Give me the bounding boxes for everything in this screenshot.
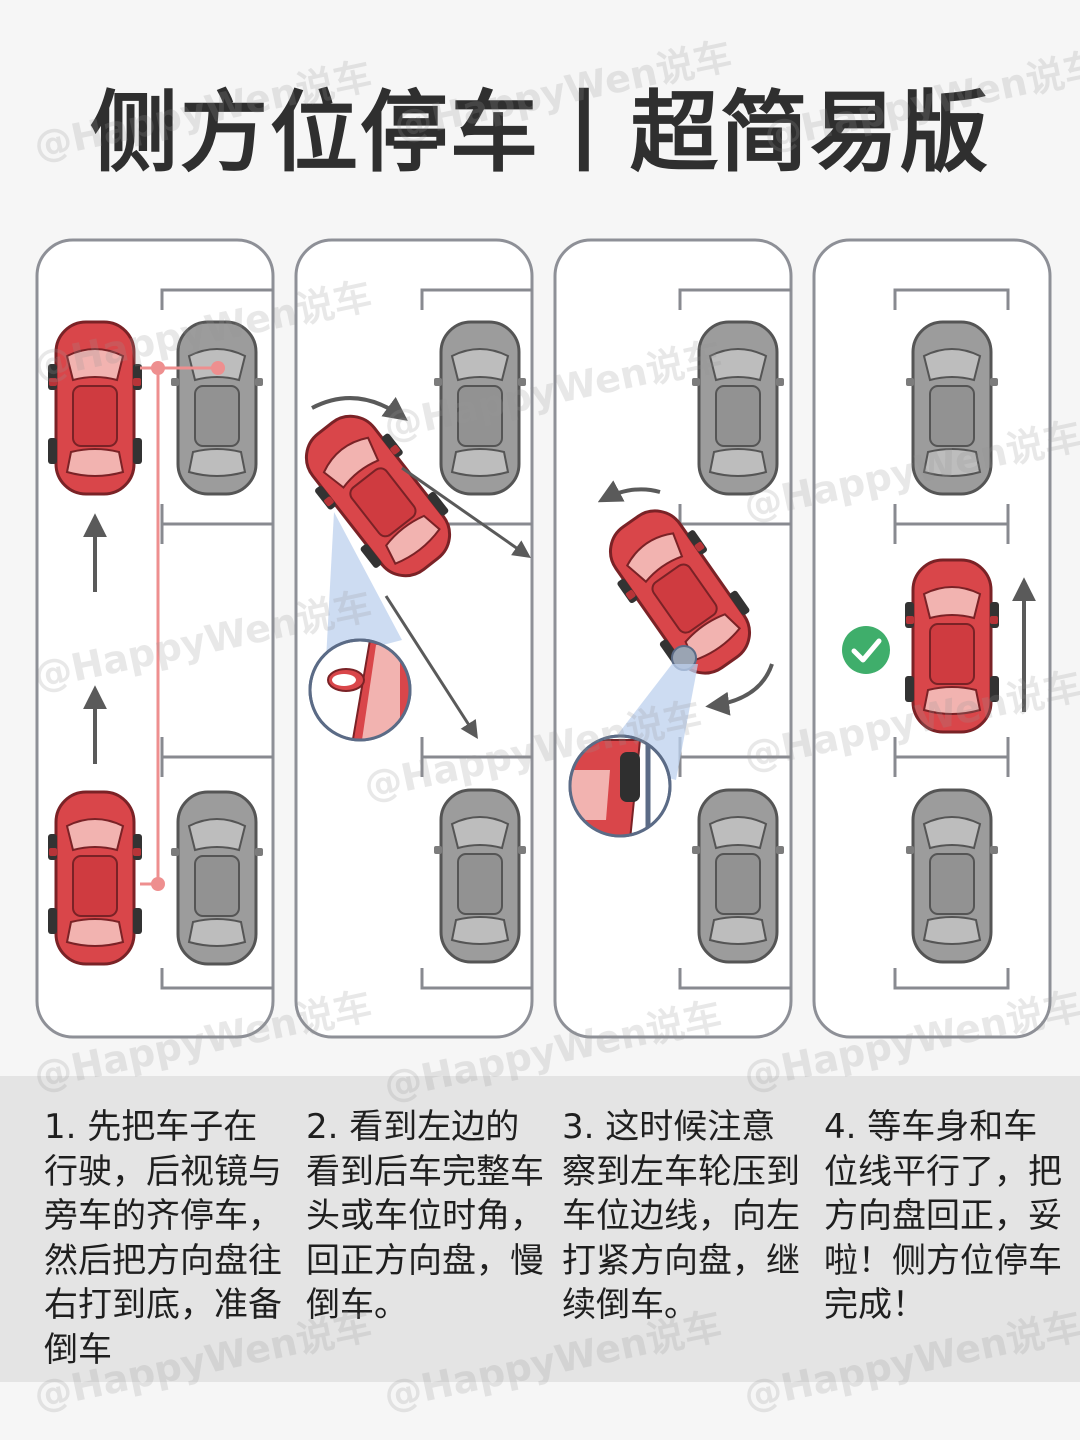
parking-diagram — [35, 238, 1052, 1039]
wheel-zoom-icon — [568, 734, 672, 838]
parking-lines-1 — [160, 288, 273, 990]
gray-car-front — [904, 320, 1000, 496]
gray-car-front — [169, 320, 265, 496]
curved-arrow-icon — [311, 396, 408, 421]
gray-car-front — [432, 320, 528, 496]
step-3-text: 3. 这时候注意察到左车轮压到车位边线，向左打紧方向盘，继续倒车。 — [562, 1107, 800, 1325]
red-car-parked — [903, 558, 1001, 734]
caption-band — [0, 1076, 1080, 1382]
red-car-start — [46, 320, 144, 496]
gray-car-front — [690, 320, 786, 496]
parking-lines-4 — [893, 288, 1010, 990]
red-car-aligned — [46, 790, 144, 966]
view-cone — [326, 512, 402, 660]
curved-arrow-icon — [597, 480, 661, 503]
page-title: 侧方位停车丨超简易版 — [89, 81, 990, 184]
gray-car-rear — [690, 788, 786, 964]
reverse-path-arrow — [384, 595, 478, 740]
step-4-text: 4. 等车身和车位线平行了，把方向盘回正，妥啦！侧方位停车完成！ — [824, 1107, 1062, 1325]
gray-car-rear — [169, 790, 265, 966]
curved-arrow-icon — [705, 663, 774, 716]
gray-car-rear — [904, 788, 1000, 964]
step-1-text: 1. 先把车子在行驶，后视镜与旁车的齐停车，然后把方向盘往右打到底，准备倒车 — [44, 1107, 282, 1370]
step-2-text: 2. 看到左边的看到后车完整车头或车位时角，回正方向盘，慢倒车。 — [306, 1107, 544, 1325]
mirror-alignment-guide — [140, 361, 225, 891]
check-icon — [842, 626, 890, 674]
sight-line — [401, 466, 531, 559]
gray-car-rear — [432, 788, 528, 964]
